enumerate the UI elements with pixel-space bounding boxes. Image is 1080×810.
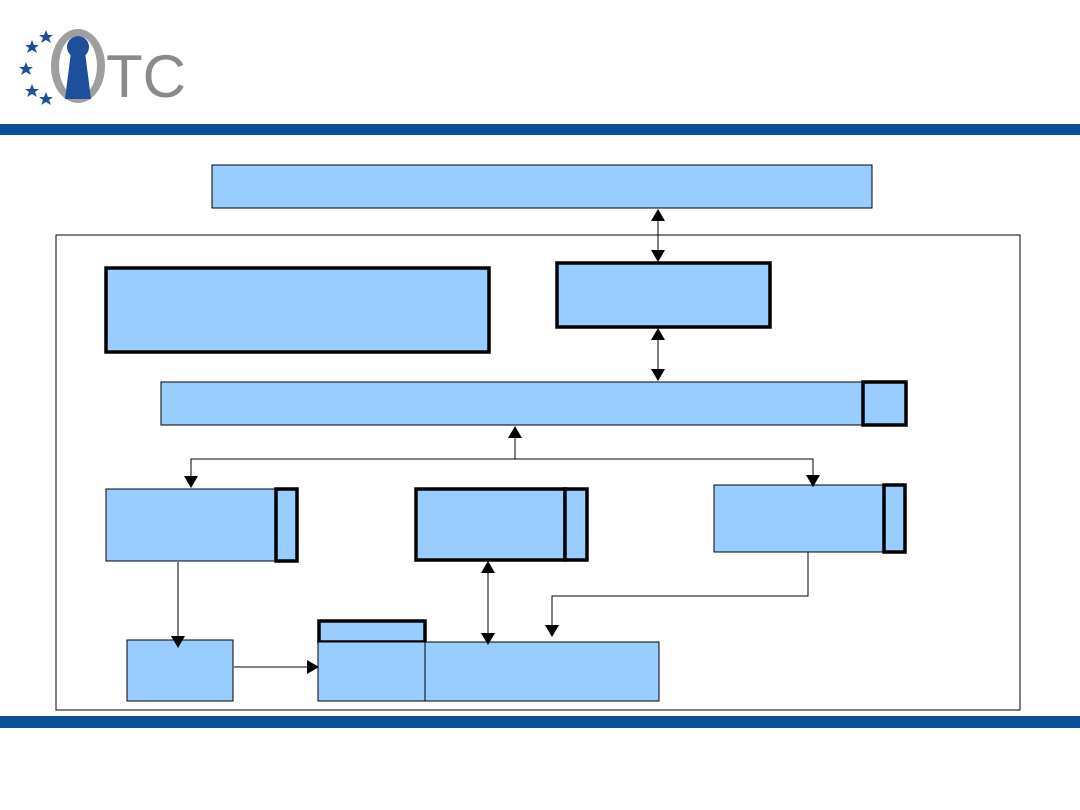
- bus-box: [160, 381, 865, 426]
- bottom-mid-box: [317, 641, 426, 702]
- keyhole-icon: [65, 36, 91, 99]
- component-right-port: [882, 483, 907, 554]
- footer-bar: [0, 716, 1080, 728]
- system-frame: [55, 234, 1021, 711]
- arrow-right-to-bottom: [545, 552, 809, 637]
- bottom-header-box: [317, 619, 427, 644]
- bottom-small-box: [126, 639, 234, 702]
- component-left-port: [274, 487, 299, 563]
- component-center-box: [414, 487, 567, 562]
- component-left-box: [105, 488, 277, 562]
- upper-right-box: [555, 261, 772, 329]
- header-bar: [0, 124, 1080, 135]
- bottom-wide-box: [424, 641, 660, 702]
- component-right-box: [713, 484, 885, 553]
- left-large-box: [104, 266, 491, 354]
- top-box: [211, 164, 873, 209]
- otc-logo: TC: [19, 29, 186, 110]
- branch-line: [190, 458, 814, 487]
- stars-icon: [19, 30, 53, 105]
- logo-text: TC: [106, 43, 186, 110]
- component-center-port: [563, 487, 589, 562]
- bus-end-box: [861, 380, 908, 427]
